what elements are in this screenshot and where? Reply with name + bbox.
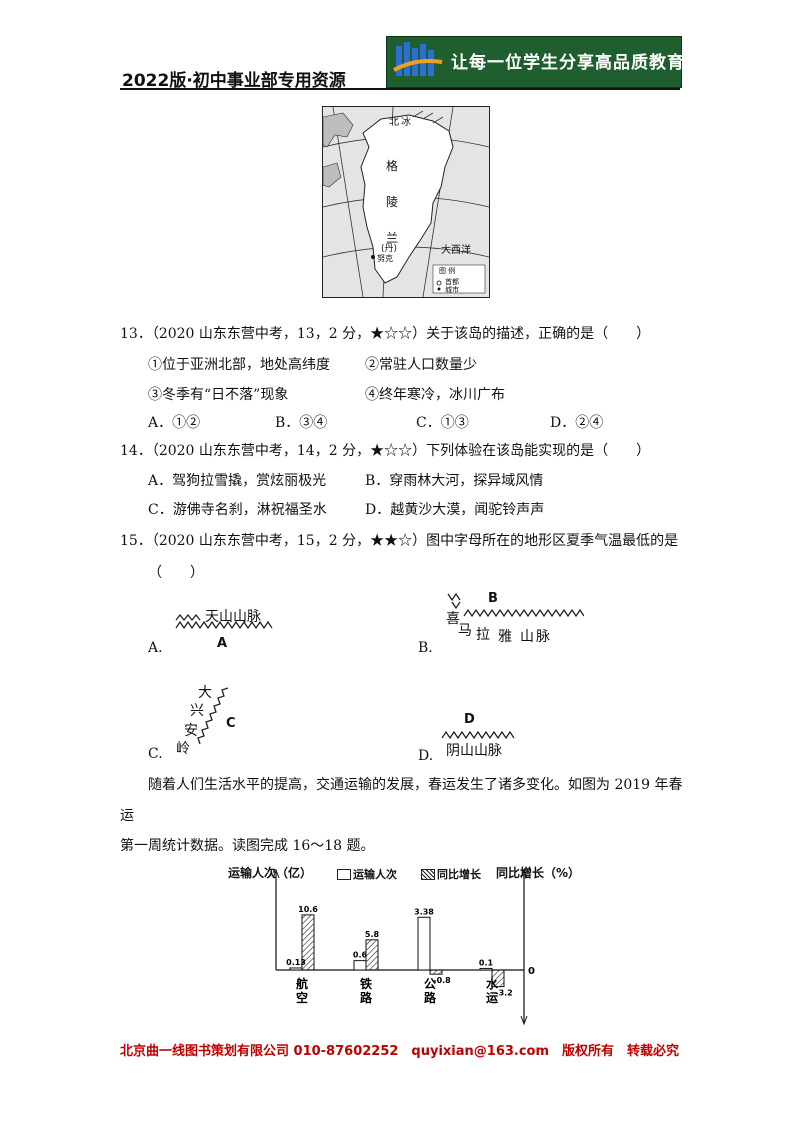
map-legend-capital: 首都: [445, 278, 459, 286]
q13-statement-4: ④终年寒冷，冰川广布: [365, 387, 505, 403]
q15-b-char-1: 喜: [446, 611, 460, 627]
q14-option-d: D．越黄沙大漠，闻驼铃声声: [365, 502, 545, 518]
q15-option-b-label: B.: [418, 640, 433, 656]
passage-line-1: 随着人们生活水平的提高，交通运输的发展，春运发生了诸多变化。如图为 2019 年…: [148, 777, 683, 793]
footer-copyright: 北京曲一线图书策划有限公司 010-87602252 quyixian@163.…: [120, 1044, 680, 1059]
q15-a-mountain-name: 天山山脉: [205, 609, 261, 625]
map-country-note: (丹): [381, 244, 398, 254]
q13-stem: 13．（2020 山东东营中考，13，2 分，★☆☆）关于该岛的描述，正确的是（…: [120, 326, 651, 342]
map-island-char-3: 兰: [386, 231, 399, 245]
chart-legend-swatch-passengers: [337, 869, 351, 880]
chart-ylabel-left: 运输人次（亿）: [228, 866, 313, 880]
chart-category-label: 铁: [360, 976, 372, 991]
q15-a-letter: A: [217, 636, 228, 651]
chart-bar-growth: [301, 914, 315, 971]
chart-category-label: 路: [424, 990, 437, 1005]
chart-bar-passengers: [353, 960, 367, 971]
chart-value-label-passengers: 0.1: [479, 958, 494, 967]
q14-option-a: A．驾狗拉雪撬，赏炫丽极光: [148, 473, 327, 489]
q15-paren: （ ）: [148, 565, 204, 581]
chart-right-arrow-down: [520, 1015, 528, 1026]
q15-stem: 15．（2020 山东东营中考，15，2 分，★★☆）图中字母所在的地形区夏季气…: [120, 533, 679, 549]
q15-option-d-label: D.: [418, 748, 434, 764]
map-legend-city: 城市: [445, 286, 459, 294]
chart-bar-growth: [429, 969, 443, 975]
q15-d-mountain-name: 阴山山脉: [446, 743, 502, 759]
q15-c-char-1: 大: [198, 685, 212, 701]
q15-d-letter: D: [464, 712, 475, 727]
q15-b-char-5: 山: [520, 629, 534, 645]
q14-option-b: B．穿雨林大河，探异域风情: [365, 473, 544, 489]
map-city-label: 努克: [377, 254, 393, 263]
q15-b-char-6: 脉: [536, 629, 550, 645]
chart-category-label: 航: [296, 976, 308, 991]
chart-left-arrow: [272, 868, 280, 879]
q13-option-b: B．③④: [275, 415, 328, 431]
chart-value-label-growth: -3.2: [495, 989, 513, 998]
q13-statement-2: ②常驻人口数量少: [365, 357, 477, 373]
map-island-char-1: 格: [386, 159, 399, 173]
map-north-label: 北: [389, 117, 399, 128]
header-rule: [120, 88, 680, 90]
q15-b-mountain-icon: [447, 592, 584, 618]
q14-option-c: C．游佛寺名刹，淋祝福圣水: [148, 502, 327, 518]
chart-bar-growth: [365, 939, 379, 971]
header-banner-text: 让每一位学生分享高品质教育: [451, 53, 685, 73]
map-legend-title: 图 例: [439, 267, 456, 275]
header-title: 2022版·初中事业部专用资源: [122, 71, 346, 91]
q15-d-mountain-icon: [441, 730, 515, 740]
chart-ylabel-right: 同比增长（%）: [496, 866, 581, 880]
chart-bar-passengers: [479, 967, 493, 971]
q15-a-mountain-icon: [175, 613, 273, 630]
q14-stem: 14．（2020 山东东营中考，14，2 分，★☆☆）下列体验在该岛能实现的是（…: [120, 443, 651, 459]
chart-bar-passengers: [289, 967, 303, 971]
greenland-map: 冰 北 格 陵 兰 (丹) 努克 大西洋 图 例 首都 城市: [322, 106, 490, 298]
passage-line-2: 运: [120, 808, 134, 824]
chart-legend-passengers: 运输人次: [353, 868, 397, 881]
passage-line-3: 第一周统计数据。读图完成 16～18 题。: [120, 838, 375, 854]
chart-bar-growth: [491, 969, 505, 988]
chart-value-label-passengers: 0.6: [353, 951, 368, 960]
q15-option-c-label: C.: [148, 746, 163, 762]
chart-category-label: 路: [360, 990, 373, 1005]
chart-value-label-passengers: 0.13: [286, 958, 306, 967]
map-island-char-2: 陵: [386, 195, 399, 209]
chart-category-label: 运: [486, 991, 498, 1005]
q15-b-char-3: 拉: [476, 627, 490, 643]
chart-legend-growth: 同比增长: [437, 868, 481, 881]
chart-bar-passengers: [417, 916, 431, 971]
q13-statement-3: ③冬季有“日不落”现象: [148, 387, 289, 403]
chart-category-label: 公: [424, 977, 436, 991]
q15-b-char-2: 马: [458, 623, 472, 639]
q15-c-mountain-icon: [197, 687, 229, 745]
q13-option-a: A．①②: [148, 415, 201, 431]
chart-legend-swatch-growth: [421, 869, 435, 880]
q15-option-a-label: A.: [148, 640, 163, 656]
q15-c-char-4: 岭: [176, 741, 190, 757]
greenland-map-drawing: [323, 107, 489, 297]
map-sea-label: 冰: [401, 117, 411, 128]
q13-statement-1: ①位于亚洲北部，地处高纬度: [148, 357, 330, 373]
chart-zero-label: 0: [528, 966, 535, 977]
q13-option-d: D．②④: [550, 415, 604, 431]
q15-c-char-2: 兴: [190, 703, 204, 719]
q15-c-char-3: 安: [184, 723, 198, 739]
q15-c-letter: C: [226, 716, 236, 731]
chart-category-label: 空: [296, 990, 308, 1005]
chart-value-label-growth: -0.8: [433, 976, 451, 985]
q15-b-char-4: 雅: [498, 629, 512, 645]
q13-option-c: C．①③: [416, 415, 469, 431]
chart-value-label-growth: 10.6: [298, 905, 318, 914]
chart-value-label-passengers: 3.38: [414, 907, 434, 916]
map-ocean-label: 大西洋: [441, 245, 471, 256]
q15-b-letter: B: [488, 591, 498, 606]
chart-category-label: 水: [486, 976, 499, 991]
logo-icon: [393, 42, 443, 76]
chart-right-arrow: [520, 868, 528, 879]
chart-value-label-growth: 5.8: [365, 930, 380, 939]
